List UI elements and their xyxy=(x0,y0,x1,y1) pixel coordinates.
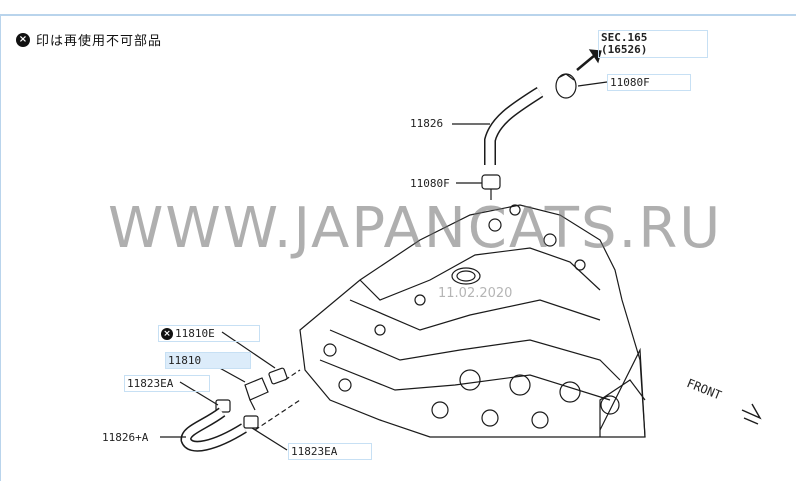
part-11080f-mid[interactable]: 11080F xyxy=(410,177,450,190)
legend: × 印は再使用不可部品 xyxy=(16,30,162,49)
sec-line1: SEC.165 xyxy=(601,31,648,44)
watermark-date: 11.02.2020 xyxy=(438,286,513,301)
part-11826[interactable]: 11826 xyxy=(410,117,444,130)
part-11810[interactable]: 11810 xyxy=(165,352,251,369)
sec-165-label[interactable]: SEC.165 (16526) xyxy=(598,30,708,58)
frame-left-border xyxy=(0,14,1,481)
sec-line2: (16526) xyxy=(601,43,648,56)
part-11823ea-bottom[interactable]: 11823EA xyxy=(288,443,372,460)
x-circle-icon: × xyxy=(161,328,173,340)
part-11080f-top[interactable]: 11080F xyxy=(607,74,691,91)
legend-text: 印は再使用不可部品 xyxy=(36,34,163,49)
part-11810e-text: 11810E xyxy=(175,327,215,340)
part-11823ea-left[interactable]: 11823EA xyxy=(124,375,210,392)
x-circle-icon: × xyxy=(16,32,30,47)
watermark: WWW.JAPANCATS.RU xyxy=(108,196,723,261)
frame-top-border xyxy=(0,14,796,16)
part-11810e[interactable]: ×11810E xyxy=(158,325,260,342)
part-11826a[interactable]: 11826+A xyxy=(102,431,149,444)
